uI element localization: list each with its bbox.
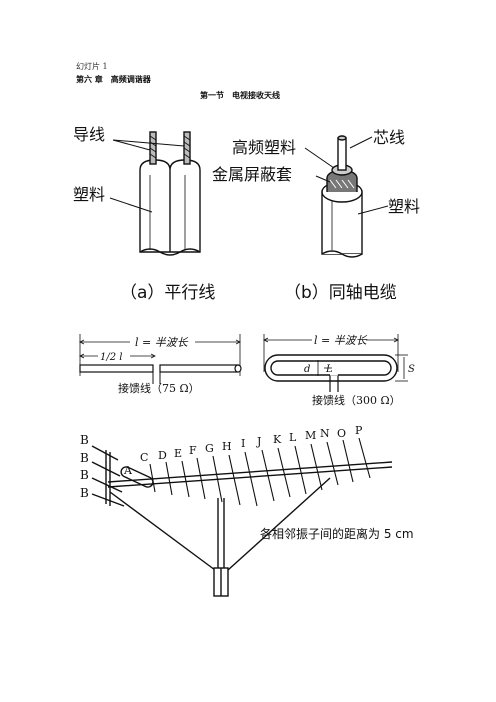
section-title: 第一节 电视接收天线: [200, 90, 280, 100]
element-label: O: [337, 427, 346, 440]
label-wire: 导线: [73, 125, 105, 144]
label-plastic-left: 塑料: [73, 185, 105, 204]
yagi-antenna: [91, 437, 393, 597]
element-label: C: [140, 451, 148, 464]
element-label: A: [123, 464, 133, 477]
element-label: E: [174, 447, 182, 460]
label-S: S: [408, 364, 415, 375]
label-core-wire: 芯线: [373, 128, 405, 147]
element-spacing-note: 各相邻振子间的距离为 5 cm: [260, 526, 414, 541]
label-d: d: [304, 364, 310, 375]
element-labels: A C D E F G H I J K L M N O P: [123, 424, 363, 477]
caption-coaxial-cable: （b）同轴电缆: [284, 283, 397, 303]
element-label: L: [289, 431, 297, 444]
label-half-l: 1/2 l: [100, 352, 122, 363]
element-label: G: [205, 442, 214, 455]
slide-label: 幻灯片 1: [76, 62, 108, 71]
folded-dipole: [263, 334, 408, 392]
reflector-label: B: [80, 468, 89, 482]
label-metal-shield: 金属屏蔽套: [212, 165, 292, 184]
caption-parallel-line: （a）平行线: [120, 283, 215, 303]
element-label: K: [273, 433, 282, 446]
element-label: J: [256, 435, 261, 448]
label-hf-plastic: 高频塑料: [232, 138, 296, 157]
label-plastic-right: 塑料: [388, 197, 420, 216]
reflector-labels: B B B B: [80, 433, 89, 500]
label-half-wave-left: l = 半波长: [135, 336, 189, 349]
half-wave-dipole: [79, 334, 242, 384]
chapter-heading: 第六 章高频调谐器: [76, 74, 159, 85]
element-label: F: [189, 444, 197, 457]
element-label: H: [222, 440, 232, 453]
label-feeder-75: 接馈线（75 Ω）: [118, 381, 200, 395]
reflector-label: B: [80, 451, 89, 465]
label-L: L: [325, 364, 333, 375]
element-label: M: [305, 429, 316, 442]
label-feeder-300: 接馈线（300 Ω）: [312, 393, 401, 407]
element-label: D: [158, 449, 167, 462]
chapter-title: 高频调谐器: [110, 74, 151, 84]
coaxial-cable: [304, 135, 389, 258]
parallel-line-cable: [109, 131, 201, 256]
element-label: I: [241, 437, 245, 450]
chapter-number: 第六 章: [76, 74, 103, 84]
reflector-label: B: [80, 433, 89, 447]
element-label: N: [320, 427, 330, 440]
label-half-wave-right: l = 半波长: [314, 334, 368, 347]
element-label: P: [355, 424, 363, 437]
reflector-label: B: [80, 486, 89, 500]
